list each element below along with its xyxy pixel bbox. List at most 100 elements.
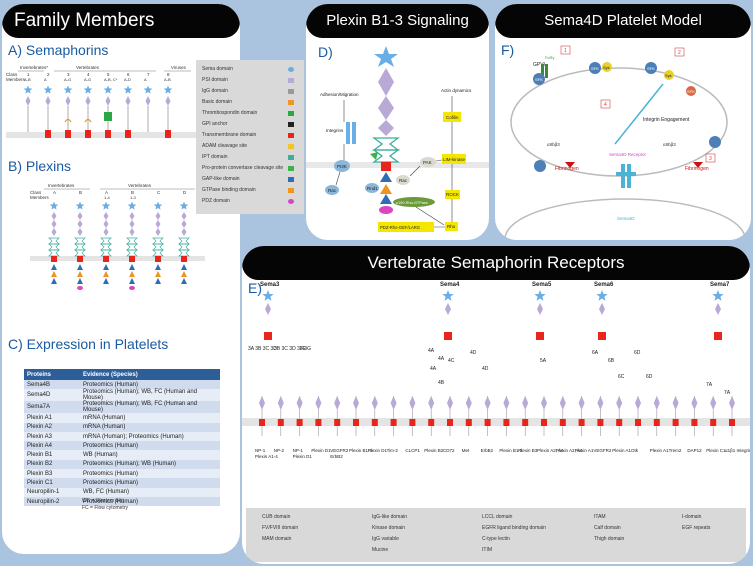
transmembrane-icon — [181, 256, 187, 262]
legend-item: CUB domain — [262, 514, 291, 520]
edge-label: 5A — [540, 358, 547, 364]
evidence-cell: Proteomics (Human) — [80, 496, 220, 507]
transmembrane-icon — [315, 419, 322, 426]
ipt-domain-icon — [48, 243, 60, 251]
receptors-title: Vertebrate Semaphorin Receptors — [242, 246, 750, 280]
receptor-subname: Plexin A1-4 — [255, 454, 278, 459]
psi-domain-icon — [105, 96, 111, 106]
legend-item: PSI domain — [202, 77, 228, 83]
receptor-name: CD72 — [443, 448, 455, 453]
transmembrane-icon — [277, 419, 284, 426]
protein-cell: Plexin B2 — [24, 459, 80, 470]
label-aiib-b3-1: αIIbβ3 — [547, 142, 560, 147]
label-sfk-1: SFK — [535, 77, 543, 82]
label-integrin-engagement: Integrin Engagement — [643, 117, 690, 123]
pdz-domain — [379, 206, 393, 214]
psi-domain-icon — [85, 96, 91, 106]
sema-name-label: Sema3 — [260, 282, 280, 288]
membrane — [6, 132, 196, 138]
node-cofilin: Cofilin — [446, 115, 459, 120]
sema-domain-icon — [163, 85, 173, 94]
node-p190: p190-Rho-GTPase — [396, 201, 428, 205]
label-sema4d: Sema4D — [617, 216, 635, 221]
sema-domain-icon — [153, 201, 163, 210]
ipt-domain-icon — [178, 249, 190, 257]
protein-cell: Plexin B1 — [24, 450, 80, 460]
pdz-domain-icon — [77, 286, 83, 290]
pdz-domain-icon — [129, 286, 135, 290]
sema-members-label: Members — [6, 77, 26, 82]
expression-heading: C) Expression in Platelets — [8, 336, 169, 352]
receptors-label: E) — [248, 280, 262, 296]
evidence-cell: Proteomics (Human) — [80, 441, 220, 451]
ipt-domain-icon — [126, 249, 138, 257]
transmembrane-icon — [296, 419, 303, 426]
legend-item: Thrombospondin domain — [202, 110, 258, 116]
legend-item: FV/FVIII domain — [262, 525, 298, 531]
sema-name-label: Sema6 — [594, 282, 614, 288]
legend-item: I-domain — [682, 514, 702, 520]
evidence-cell: mRNA (Human) — [80, 422, 220, 432]
note-fc: FC = Flow cytometry — [82, 505, 128, 511]
receptor-name: Plexin D1 — [368, 448, 388, 453]
protein-cell: Neuropilin-1 — [24, 487, 80, 497]
ipt-domain-icon — [126, 243, 138, 251]
protein-cell: Plexin B3 — [24, 469, 80, 479]
transmembrane-icon — [672, 419, 679, 426]
transmembrane-icon — [390, 419, 397, 426]
pdz-icon — [288, 199, 294, 204]
evidence-cell: Proteomics (Human) — [80, 380, 220, 390]
igg-icon — [288, 89, 294, 94]
node-rnd1: Rnd1 — [367, 186, 378, 191]
sema-name-label: Sema7 — [710, 282, 730, 288]
legend-item: Sema domain — [202, 66, 233, 72]
transmembrane-icon — [105, 130, 111, 138]
evidence-cell: Proteomics (Human); WB, FC (Human and Mo… — [80, 401, 220, 414]
protein-cell: Sema7A — [24, 401, 80, 414]
plexin-class-letter: C — [157, 190, 161, 195]
igg-domain-icon — [64, 118, 72, 123]
evidence-cell: Proteomics (Human); WB, FC (Human and Mo… — [80, 389, 220, 402]
receptor-name: VEGFR2 — [593, 448, 612, 453]
plexin-class-letter: B — [79, 190, 82, 195]
receptor-name: Plexin D1 — [311, 448, 331, 453]
transmembrane-icon — [288, 133, 294, 138]
transmembrane-icon — [710, 419, 717, 426]
sema-class-number: 4 — [87, 72, 90, 77]
legend-item: GAP-like domain — [202, 176, 240, 182]
transmembrane-icon — [125, 130, 131, 138]
ipt-domain-icon — [152, 243, 164, 251]
sema-domain-icon — [49, 201, 59, 210]
transmembrane-icon — [371, 419, 378, 426]
transmembrane-icon — [578, 419, 585, 426]
psi-domain-2 — [378, 96, 394, 120]
plexins-heading: B) Plexins — [8, 158, 72, 174]
sema-domain-icon — [75, 201, 85, 210]
transmembrane-icon — [45, 130, 51, 138]
table-header-proteins: Proteins — [24, 369, 80, 380]
platelet-diagram: 1 2 3 4 GPVI FcRγ SFK SFK Syk Syk SFK SF… — [504, 45, 746, 240]
edge-label: 6D — [646, 374, 653, 380]
step-1: 1 — [564, 48, 567, 54]
step-2: 2 — [678, 50, 681, 56]
psi-domain-3 — [378, 120, 394, 136]
label-gpvi: GPVI — [533, 62, 545, 68]
note-wb: WB = Western blot — [82, 498, 124, 504]
plexin-class-letter: A — [53, 190, 56, 195]
transmembrane-icon — [691, 419, 698, 426]
ipt-domain — [372, 137, 400, 151]
evidence-cell: WB, FC (Human) — [80, 487, 220, 497]
ipt-domain-icon — [100, 243, 112, 251]
ipt-domain-icon — [100, 249, 112, 257]
evidence-cell: mRNA (Human) — [80, 413, 220, 423]
edge-label: 6A — [592, 350, 599, 356]
sema3-path-label: 3A 3B 3C 3D — [248, 346, 277, 352]
transmembrane-icon — [522, 419, 529, 426]
transmembrane-icon — [729, 419, 735, 426]
evidence-cell: Proteomics (Human) — [80, 478, 220, 488]
edge-label: 6C — [618, 374, 625, 380]
legend-item: Pro-protein convertase cleavage site — [202, 165, 284, 171]
receptor-name: DAP12 — [687, 448, 702, 453]
